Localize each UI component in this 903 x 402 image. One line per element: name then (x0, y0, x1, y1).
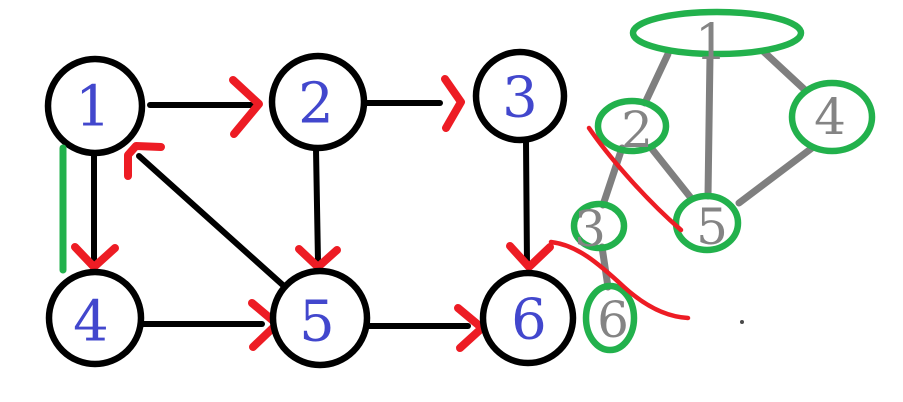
tree-node-ellipse-2 (594, 97, 670, 155)
arrowhead-1-4 (71, 243, 119, 271)
tree-edge-1-5 (704, 52, 714, 200)
tree-edge-2-5 (648, 145, 695, 202)
tree-node-label-6: 6 (597, 291, 629, 349)
red-slash-upper (586, 125, 684, 233)
tree-node-ellipse-6 (582, 282, 638, 354)
graph-node-label-2: 2 (298, 72, 334, 137)
arrowhead-5-1 (124, 142, 165, 180)
graph-node-circle-4 (45, 268, 145, 368)
red-annotations-group (548, 125, 744, 324)
tree-edge-2-3 (599, 144, 626, 209)
tree-edge-1-4 (760, 48, 809, 94)
edge-3-6 (523, 138, 530, 267)
directed-graph-nodes: 1 2 3 4 5 6 (44, 48, 577, 369)
tree-node-ellipse-1 (629, 8, 805, 58)
tree-edge-3-6 (598, 243, 612, 291)
edge-5-1 (136, 153, 288, 290)
tree-edge-1-2 (641, 50, 672, 107)
tree-node-label-3: 3 (574, 200, 606, 258)
arrowhead-2-5 (295, 245, 341, 271)
graph-node-label-6: 6 (511, 288, 547, 353)
graph-node-label-3: 3 (502, 66, 538, 131)
tree-edge-4-5 (735, 144, 816, 207)
tree-node-label-4: 4 (814, 88, 846, 146)
graph-node-label-1: 1 (75, 75, 111, 140)
tree-node-ellipse-3 (570, 200, 628, 252)
graph-node-circle-6 (479, 269, 577, 367)
graph-node-circle-3 (472, 48, 568, 144)
arrowhead-2-3 (441, 75, 465, 132)
graph-node-circle-5 (269, 267, 371, 369)
red-slash-lower (548, 239, 691, 321)
edge-2-5 (313, 146, 321, 265)
tree-node-label-5: 5 (696, 198, 728, 256)
tree-graph-nodes: 12 4 3 5 6 (570, 8, 876, 354)
graph-node-label-4: 4 (73, 290, 109, 355)
arrowhead-1-2 (229, 76, 263, 138)
tree-node-ellipse-4 (788, 79, 876, 155)
graph-node-circle-1 (44, 55, 146, 157)
graph-node-label-5: 5 (299, 290, 335, 355)
tree-node-label-1: 1 (695, 13, 727, 71)
tree-node-label-2: 2 (621, 101, 653, 159)
tree-graph-edges (598, 48, 816, 291)
directed-graph-edges (91, 100, 530, 329)
stray-dot (740, 320, 744, 324)
arrowhead-3-6 (506, 242, 554, 271)
graph-node-circle-2 (268, 52, 368, 152)
